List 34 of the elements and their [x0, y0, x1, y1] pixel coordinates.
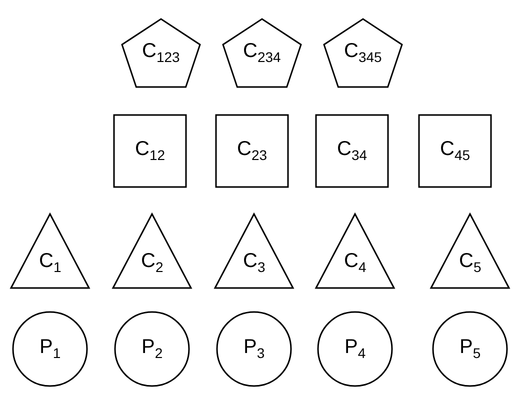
- node-label: C$_{4}$: [344, 250, 366, 278]
- square-node: [315, 114, 389, 188]
- circle-node: [114, 311, 190, 387]
- square-node: [113, 114, 187, 188]
- node-label: C$_{5}$: [459, 250, 482, 278]
- node-label: C$_{1}$: [39, 250, 62, 278]
- node-label: P$_{3}$: [244, 336, 265, 363]
- triangle-node: [112, 213, 192, 289]
- circle-node: [216, 311, 292, 387]
- circle-node: [12, 311, 88, 387]
- node-label: C$_{45}$: [440, 138, 470, 165]
- node-label: C$_{234}$: [243, 40, 281, 67]
- circle-node: [317, 311, 393, 387]
- square-node: [215, 114, 289, 188]
- pentagon-node: [121, 18, 201, 88]
- node-label: C$_{3}$: [243, 250, 266, 278]
- node-label: C$_{345}$: [344, 40, 382, 67]
- triangle-node: [10, 213, 90, 289]
- node-label: C$_{12}$: [135, 138, 166, 165]
- node-label: C$_{23}$: [237, 138, 268, 165]
- node-label: P$_{4}$: [344, 336, 366, 363]
- triangle-node: [214, 213, 294, 289]
- circle-node: [432, 311, 508, 387]
- triangle-node: [315, 213, 395, 289]
- pentagon-node: [323, 18, 403, 88]
- node-label: P$_{5}$: [460, 336, 481, 363]
- node-label: C$_{34}$: [337, 138, 368, 165]
- node-label: C$_{2}$: [141, 250, 164, 278]
- triangle-node: [430, 213, 510, 289]
- node-label: P$_{1}$: [40, 336, 61, 363]
- node-label: P$_{2}$: [142, 336, 163, 363]
- node-label: C$_{123}$: [142, 40, 180, 67]
- square-node: [418, 114, 492, 188]
- pentagon-node: [222, 18, 302, 88]
